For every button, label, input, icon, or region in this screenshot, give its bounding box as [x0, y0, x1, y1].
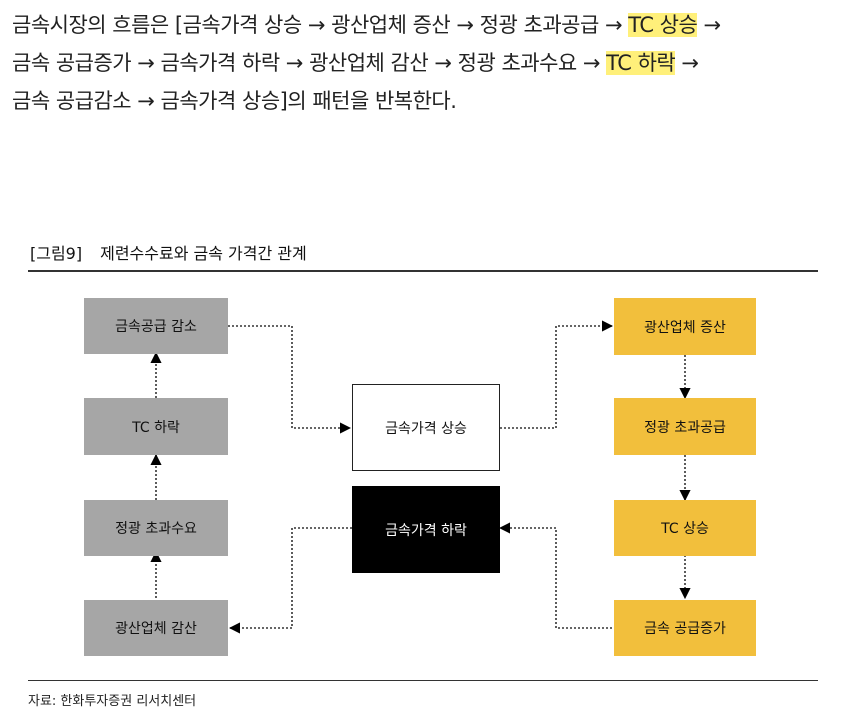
- box-mine-cut: 광산업체 감산: [84, 600, 228, 656]
- box-mine-increase: 광산업체 증산: [614, 298, 756, 355]
- box-tc-up: TC 상승: [614, 500, 756, 556]
- figure-bottom-rule: [28, 680, 818, 681]
- arrow-supply-decrease-to-price-up: [228, 325, 352, 434]
- arrow-supply-increase-to-price-down: [498, 522, 612, 629]
- figure-caption: 제련수수료와 금속 가격간 관계: [100, 244, 307, 263]
- figure-top-rule: [28, 270, 818, 272]
- highlight-tc-up: TC 상승: [628, 13, 698, 37]
- figure-title: [그림9] 제련수수료와 금속 가격간 관계: [30, 240, 307, 264]
- arrow-price-up-to-mine-increase: [500, 320, 614, 429]
- box-supply-decrease: 금속공급 감소: [84, 298, 228, 354]
- source-note: 자료: 한화투자증권 리서치센터: [28, 694, 197, 709]
- box-concentrate-shortage: 정광 초과수요: [84, 500, 228, 556]
- box-tc-down: TC 하락: [84, 398, 228, 455]
- highlight-tc-down: TC 하락: [606, 51, 676, 75]
- box-price-up: 금속가격 상승: [352, 384, 500, 471]
- figure-label: [그림9]: [30, 244, 83, 263]
- box-price-down: 금속가격 하락: [352, 486, 500, 573]
- paragraph-line-1: 금속시장의 흐름은 [금속가격 상승 → 광산업체 증산 → 정광 초과공급 →…: [12, 13, 721, 37]
- arrow-price-down-to-mine-cut: [228, 527, 352, 634]
- paragraph-line-3: 금속 공급감소 → 금속가격 상승]의 패턴을 반복한다.: [12, 89, 457, 113]
- box-supply-increase: 금속 공급증가: [614, 600, 756, 656]
- box-concentrate-surplus: 정광 초과공급: [614, 398, 756, 455]
- paragraph-line-2: 금속 공급증가 → 금속가격 하락 → 광산업체 감산 → 정광 초과수요 → …: [12, 51, 699, 75]
- body-paragraph: 금속시장의 흐름은 [금속가격 상승 → 광산업체 증산 → 정광 초과공급 →…: [12, 6, 842, 120]
